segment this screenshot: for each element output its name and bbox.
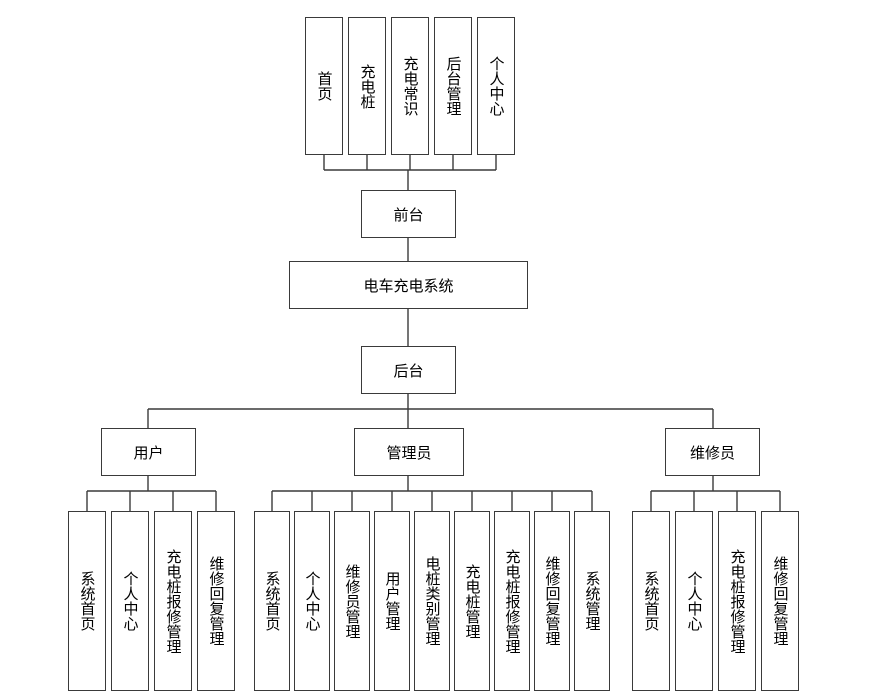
user-module-repair-report: 充电桩报修管理 xyxy=(154,511,192,691)
admin-module-personal-center: 个人中心 xyxy=(294,511,330,691)
role-admin-node: 管理员 xyxy=(354,428,464,476)
maintainer-module-repair-reply: 维修回复管理 xyxy=(761,511,799,691)
maintainer-module-repair-report: 充电桩报修管理 xyxy=(718,511,756,691)
admin-module-system-home: 系统首页 xyxy=(254,511,290,691)
front-module-charging-knowledge: 充电常识 xyxy=(391,17,429,155)
front-module-charging-pile: 充电桩 xyxy=(348,17,386,155)
role-maintainer-node: 维修员 xyxy=(665,428,760,476)
admin-module-repair-report: 充电桩报修管理 xyxy=(494,511,530,691)
admin-module-user-management: 用户管理 xyxy=(374,511,410,691)
maintainer-module-system-home: 系统首页 xyxy=(632,511,670,691)
admin-module-pile-management: 充电桩管理 xyxy=(454,511,490,691)
role-user-node: 用户 xyxy=(101,428,196,476)
front-module-personal-center: 个人中心 xyxy=(477,17,515,155)
admin-module-pile-category-management: 电桩类别管理 xyxy=(414,511,450,691)
admin-module-maintainer-management: 维修员管理 xyxy=(334,511,370,691)
back-end-node: 后台 xyxy=(361,346,456,394)
front-module-home: 首页 xyxy=(305,17,343,155)
admin-module-system-management: 系统管理 xyxy=(574,511,610,691)
user-module-system-home: 系统首页 xyxy=(68,511,106,691)
front-module-admin-link: 后台管理 xyxy=(434,17,472,155)
maintainer-module-personal-center: 个人中心 xyxy=(675,511,713,691)
admin-module-repair-reply: 维修回复管理 xyxy=(534,511,570,691)
user-module-personal-center: 个人中心 xyxy=(111,511,149,691)
system-root-node: 电车充电系统 xyxy=(289,261,528,309)
front-end-node: 前台 xyxy=(361,190,456,238)
user-module-repair-reply: 维修回复管理 xyxy=(197,511,235,691)
